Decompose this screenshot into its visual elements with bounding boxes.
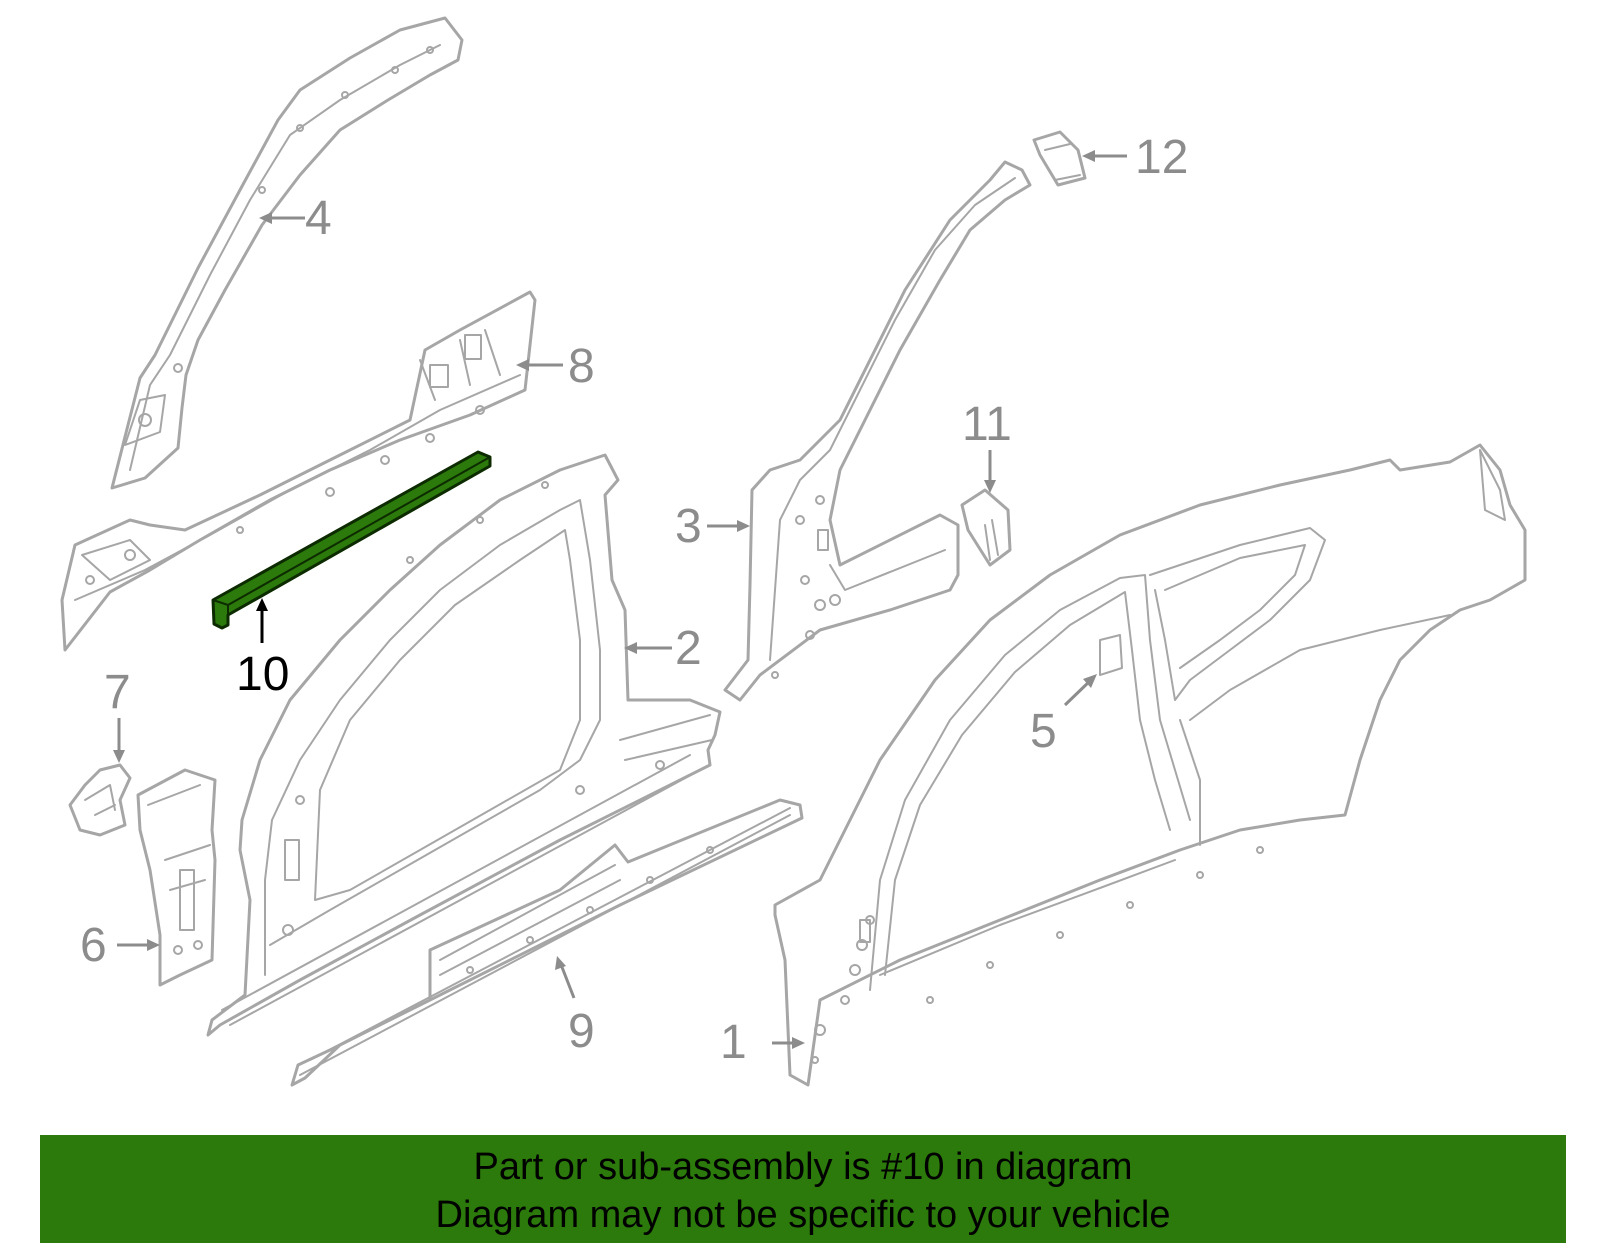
callout-12: 12 (1082, 131, 1188, 184)
callout-8-label: 8 (568, 340, 595, 393)
callout-6: 6 (80, 919, 160, 972)
banner-line-2: Diagram may not be specific to your vehi… (435, 1194, 1171, 1236)
callout-4-label: 4 (305, 192, 332, 245)
part-1-body-side-outer[interactable] (773, 443, 1527, 1087)
callout-5: 5 (1030, 674, 1097, 758)
callout-7: 7 (104, 666, 131, 763)
part-6-pillar-bracket[interactable] (136, 768, 217, 987)
callout-8: 8 (516, 340, 595, 393)
callout-11: 11 (962, 398, 1012, 493)
callout-11-label: 11 (962, 398, 1012, 451)
part-2-front-side-panel[interactable] (206, 453, 722, 1037)
part-4-a-pillar[interactable] (110, 16, 464, 490)
part-9-rocker-panel[interactable] (290, 798, 804, 1087)
part-3-b-pillar[interactable] (723, 160, 1032, 702)
part-10-reinforcement-highlight[interactable] (211, 450, 492, 630)
callout-9-label: 9 (568, 1005, 595, 1058)
callout-7-label: 7 (104, 666, 131, 719)
callout-10-label: 10 (236, 648, 289, 701)
part-7-bracket[interactable] (68, 763, 132, 837)
part-12-bracket[interactable] (1032, 130, 1087, 187)
callout-9: 9 (555, 956, 595, 1058)
callout-5-label: 5 (1030, 705, 1057, 758)
part-11-plate[interactable] (960, 488, 1012, 567)
callout-6-label: 6 (80, 919, 107, 972)
callout-3-label: 3 (675, 500, 702, 553)
callout-2: 2 (624, 622, 702, 675)
banner-line-1: Part or sub-assembly is #10 in diagram (473, 1146, 1133, 1188)
callout-12-label: 12 (1135, 131, 1188, 184)
callout-2-label: 2 (675, 622, 702, 675)
part-8-inner-panel[interactable] (60, 290, 537, 652)
info-banner: Part or sub-assembly is #10 in diagram D… (40, 1135, 1566, 1243)
callout-3: 3 (675, 500, 750, 553)
callout-4: 4 (259, 192, 332, 245)
callout-1: 1 (720, 1016, 805, 1069)
parts-diagram: 1 2 3 4 5 6 7 8 9 10 (60, 16, 1527, 1087)
callout-1-label: 1 (720, 1016, 747, 1069)
callout-10: 10 (236, 598, 289, 701)
